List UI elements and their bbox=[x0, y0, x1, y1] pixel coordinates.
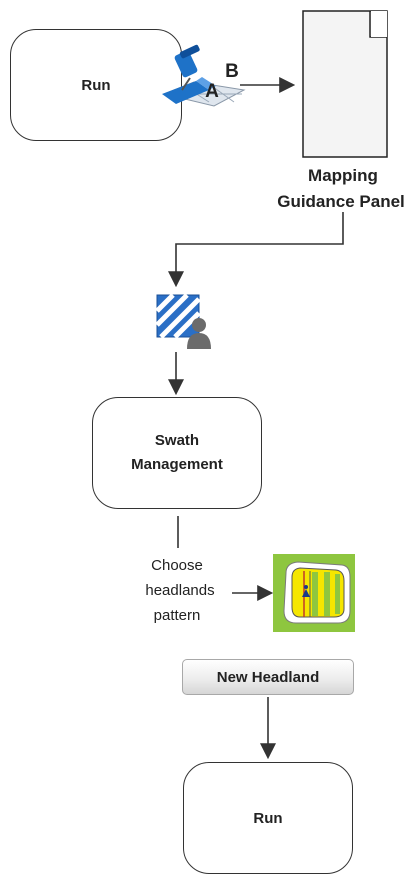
choose-text-line2: headlands bbox=[145, 582, 215, 599]
ab-letter-a: A bbox=[205, 81, 219, 102]
ab-letter-b: B bbox=[225, 61, 239, 82]
swath-label-line2: Management bbox=[131, 456, 223, 473]
swath-label-line1: Swath bbox=[154, 432, 200, 449]
run-bottom-label: Run bbox=[253, 809, 283, 827]
mapping-guidance-panel-icon bbox=[302, 10, 388, 158]
mapping-panel-title-line2: Guidance Panel bbox=[277, 192, 405, 211]
choose-text-line1: Choose bbox=[151, 557, 203, 574]
headland-pattern-icon bbox=[273, 554, 355, 632]
ab-line-pin-icon bbox=[162, 44, 246, 107]
swath-person-icon bbox=[155, 293, 211, 349]
connector-panel-to-swath-icon bbox=[168, 212, 344, 288]
choose-text-line3: pattern bbox=[153, 607, 201, 624]
new-headland-label: New Headland bbox=[216, 668, 320, 686]
run-box-bottom: Run bbox=[183, 762, 353, 874]
new-headland-button[interactable]: New Headland bbox=[182, 659, 354, 695]
run-box-top: Run bbox=[10, 29, 182, 141]
run-top-label: Run bbox=[81, 76, 111, 94]
mapping-panel-title-line1: Mapping bbox=[308, 166, 378, 185]
swath-management-box: Swath Management bbox=[92, 397, 262, 509]
